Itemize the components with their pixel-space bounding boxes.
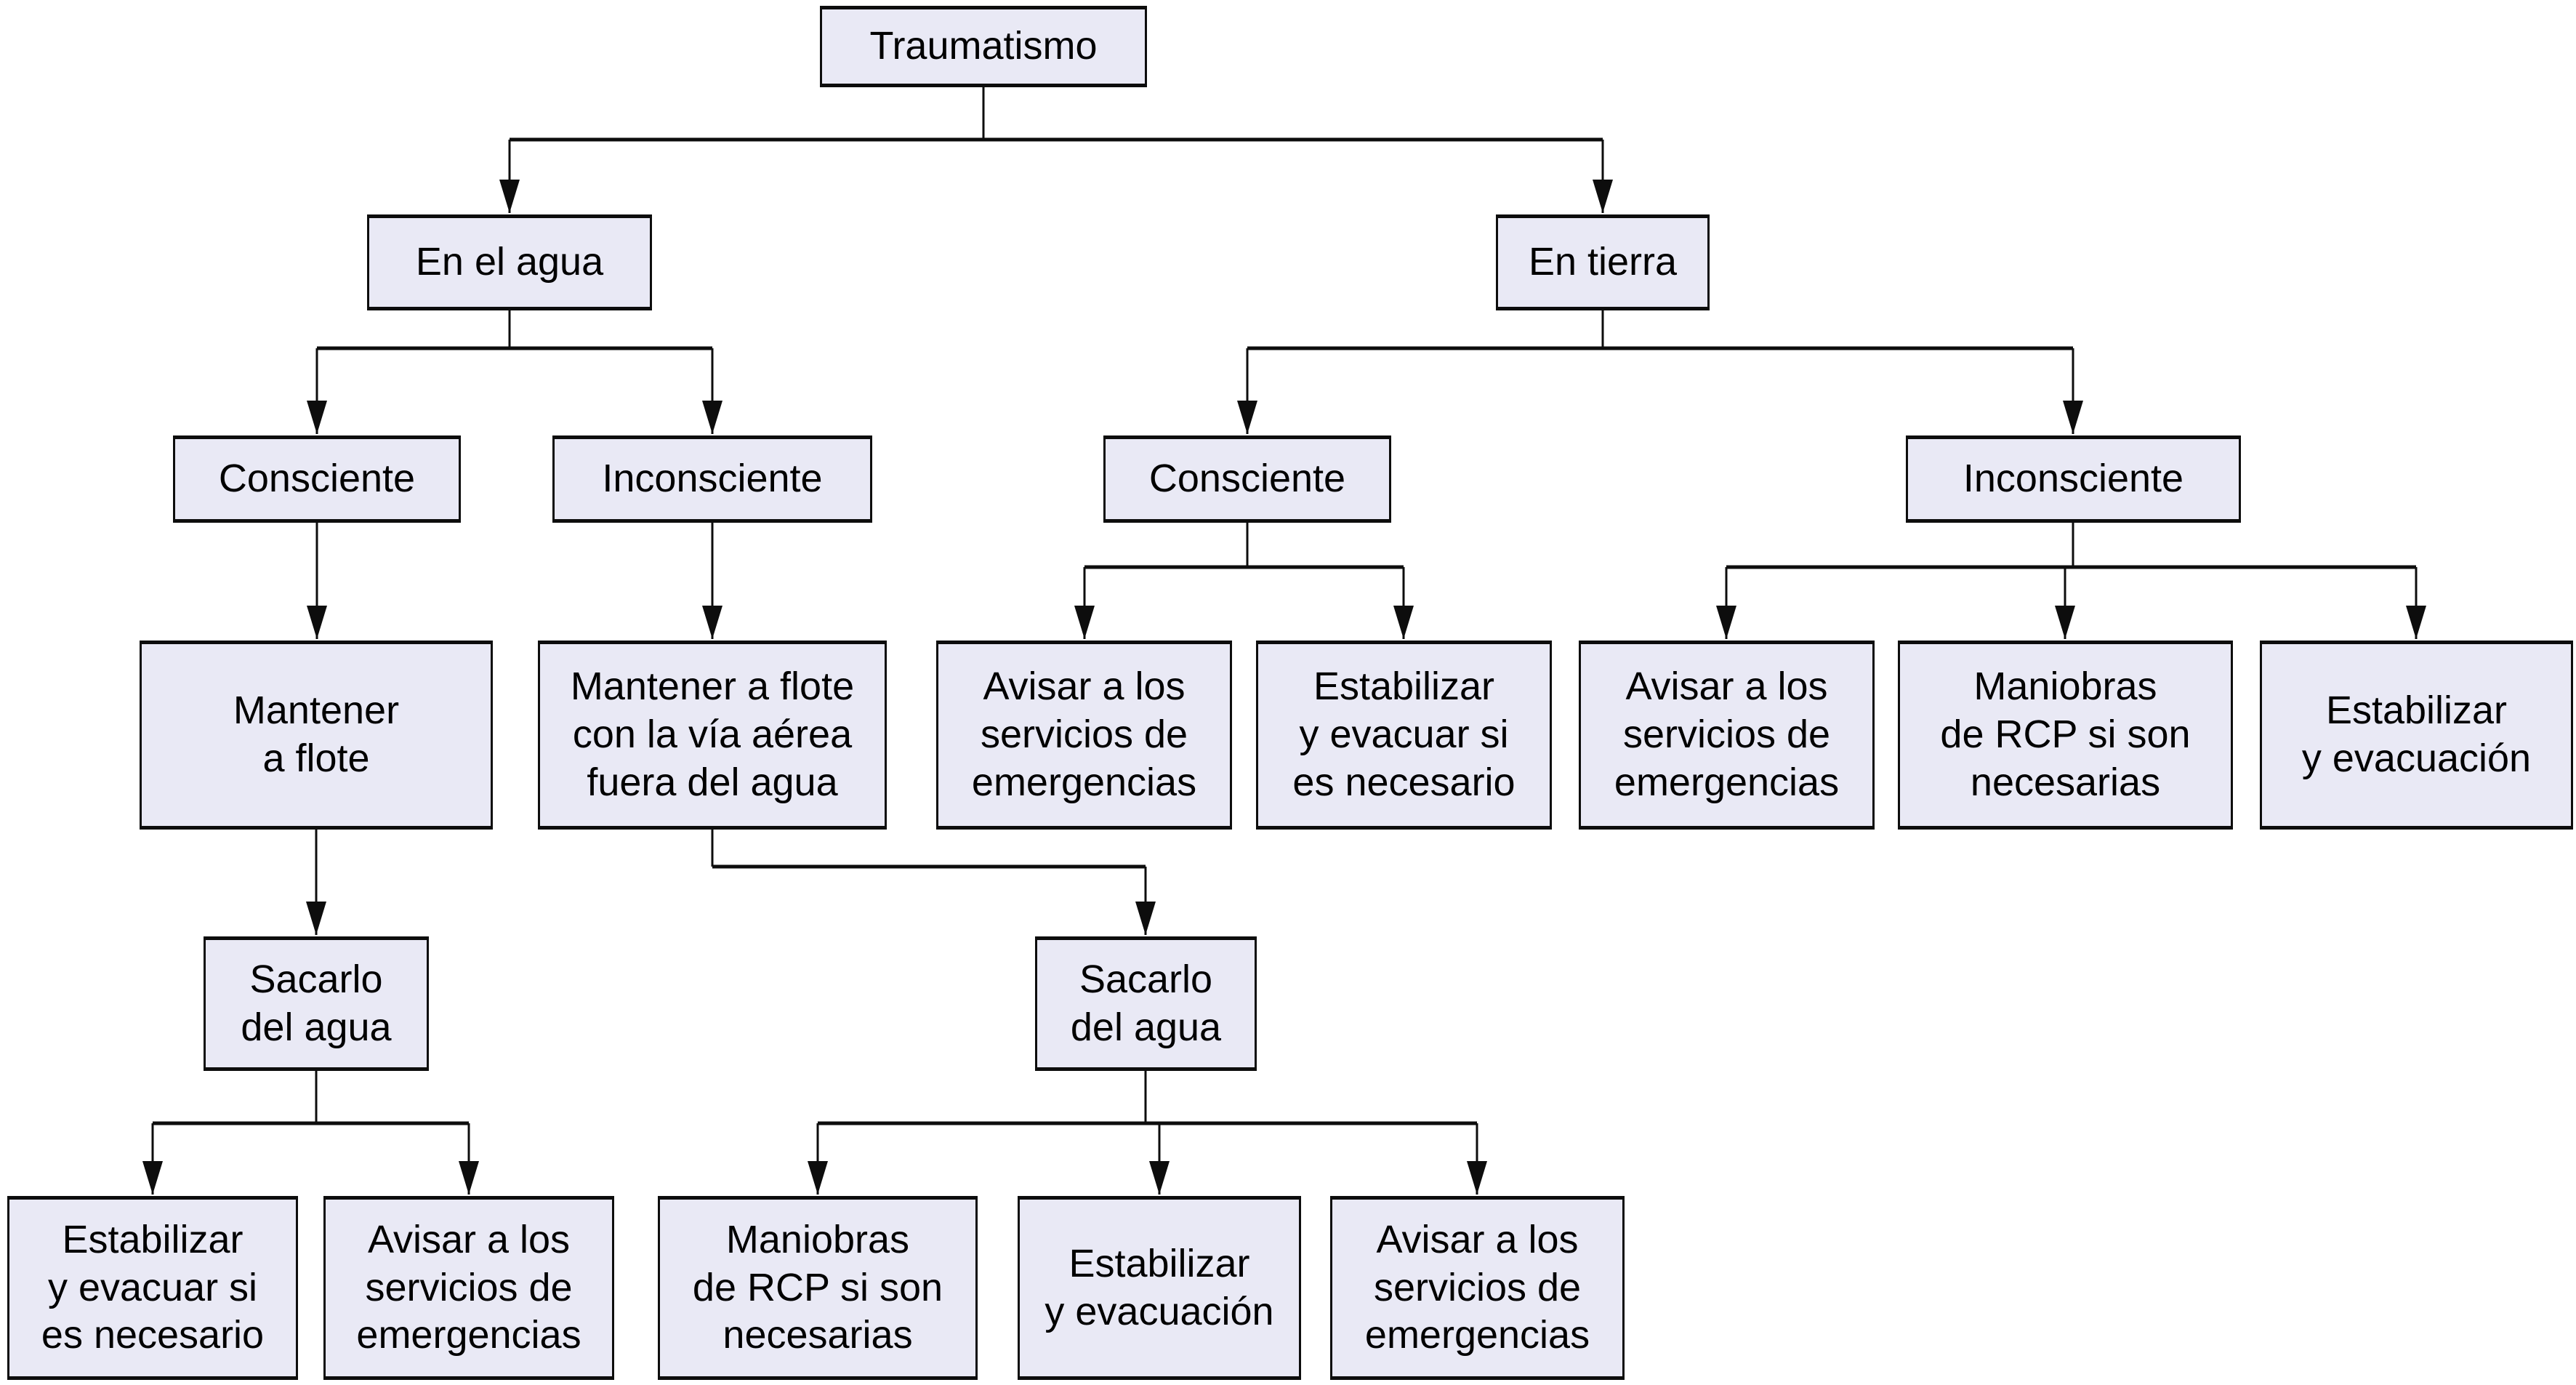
node-label: Estabilizar y evacuación [2301, 689, 2532, 780]
node-label: Avisar a los servicios de emergencias [356, 1217, 581, 1357]
node-avisar-tierra-consciente: Avisar a los servicios de emergencias [936, 641, 1232, 830]
arrowhead-icon [2063, 401, 2083, 434]
node-consciente-tierra: Consciente [1103, 435, 1391, 523]
node-label: Avisar a los servicios de emergencias [971, 665, 1197, 804]
node-label: Mantener a flote con la vía aérea fuera … [570, 665, 855, 804]
node-label: Sacarlo del agua [241, 957, 392, 1049]
node-avisar-tierra-inconsciente: Avisar a los servicios de emergencias [1579, 641, 1875, 830]
node-label: Estabilizar y evacuación [1045, 1241, 1274, 1333]
node-en-tierra: En tierra [1496, 214, 1710, 310]
node-inconsciente-tierra: Inconsciente [1906, 435, 2241, 523]
node-estabilizar-tierra-inconsciente: Estabilizar y evacuación [2260, 641, 2573, 830]
node-inconsciente-agua: Inconsciente [552, 435, 872, 523]
node-label: Inconsciente [1963, 457, 2184, 501]
node-label: Consciente [1148, 457, 1346, 501]
arrowhead-icon [306, 902, 326, 935]
node-mantener-a-flote: Mantener a flote [140, 641, 493, 830]
node-en-el-agua: En el agua [367, 214, 652, 310]
node-label: Maniobras de RCP si son necesarias [692, 1217, 943, 1357]
node-estabilizar-abajo-centro: Estabilizar y evacuación [1018, 1196, 1301, 1380]
node-label: Maniobras de RCP si son necesarias [1940, 665, 2191, 804]
node-traumatismo: Traumatismo [820, 6, 1147, 87]
arrowhead-icon [1149, 1161, 1170, 1195]
node-label: Estabilizar y evacuar si es necesario [1292, 665, 1516, 804]
node-estabilizar-abajo-izq: Estabilizar y evacuar si es necesario [7, 1196, 298, 1380]
arrowhead-icon [702, 606, 723, 639]
node-consciente-agua: Consciente [173, 435, 461, 523]
node-label: Inconsciente [602, 457, 823, 501]
arrowhead-icon [459, 1161, 479, 1195]
arrowhead-icon [1467, 1161, 1487, 1195]
node-estabilizar-tierra-consciente: Estabilizar y evacuar si es necesario [1256, 641, 1552, 830]
node-avisar-abajo-der: Avisar a los servicios de emergencias [1330, 1196, 1625, 1380]
arrowhead-icon [499, 180, 520, 213]
arrowhead-icon [1074, 606, 1095, 639]
node-maniobras-tierra-inconsciente: Maniobras de RCP si son necesarias [1898, 641, 2233, 830]
arrowhead-icon [808, 1161, 828, 1195]
arrowhead-icon [142, 1161, 163, 1195]
arrowhead-icon [2406, 606, 2426, 639]
arrowhead-icon [1593, 180, 1613, 213]
node-label: Avisar a los servicios de emergencias [1614, 665, 1840, 804]
node-label: Avisar a los servicios de emergencias [1364, 1217, 1590, 1357]
arrowhead-icon [1393, 606, 1414, 639]
node-label: Sacarlo del agua [1070, 957, 1222, 1049]
node-label: En tierra [1528, 240, 1678, 284]
node-label: Consciente [218, 457, 416, 501]
arrowhead-icon [1716, 606, 1736, 639]
node-label: En el agua [415, 240, 604, 284]
node-mantener-a-flote-via-aerea: Mantener a flote con la vía aérea fuera … [538, 641, 887, 830]
arrowhead-icon [2055, 606, 2075, 639]
arrowhead-icon [307, 606, 327, 639]
node-sacarlo-del-agua-centro: Sacarlo del agua [1035, 936, 1257, 1071]
node-label: Traumatismo [869, 24, 1098, 68]
arrowhead-icon [702, 401, 723, 434]
arrowhead-icon [1237, 401, 1257, 434]
node-sacarlo-del-agua-izq: Sacarlo del agua [204, 936, 429, 1071]
node-maniobras-abajo: Maniobras de RCP si son necesarias [658, 1196, 978, 1380]
node-label: Mantener a flote [233, 689, 400, 780]
node-avisar-abajo-izq: Avisar a los servicios de emergencias [323, 1196, 614, 1380]
arrowhead-icon [1135, 902, 1156, 935]
node-label: Estabilizar y evacuar si es necesario [41, 1217, 265, 1357]
arrowhead-icon [307, 401, 327, 434]
